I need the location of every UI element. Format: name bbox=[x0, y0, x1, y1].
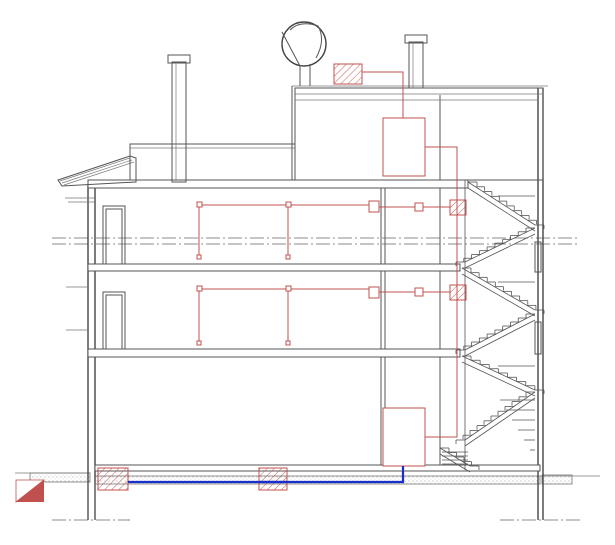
solar-water-heater bbox=[281, 21, 327, 86]
footings bbox=[87, 482, 96, 520]
left-openings bbox=[65, 197, 126, 350]
level-lines bbox=[52, 237, 580, 521]
basement-block-middle bbox=[258, 467, 288, 491]
chimney-left bbox=[167, 54, 191, 183]
chimney-right bbox=[404, 34, 428, 89]
roof-collector-box bbox=[333, 63, 363, 85]
staircase bbox=[439, 180, 545, 473]
floor-slabs bbox=[87, 179, 541, 472]
supply-pipe bbox=[128, 466, 405, 484]
upper-hot-water-tank bbox=[382, 117, 426, 177]
lower-hot-water-tank bbox=[382, 407, 426, 467]
heating-system bbox=[15, 71, 467, 503]
basement-block-left bbox=[97, 467, 129, 491]
right-wall bbox=[534, 88, 544, 520]
